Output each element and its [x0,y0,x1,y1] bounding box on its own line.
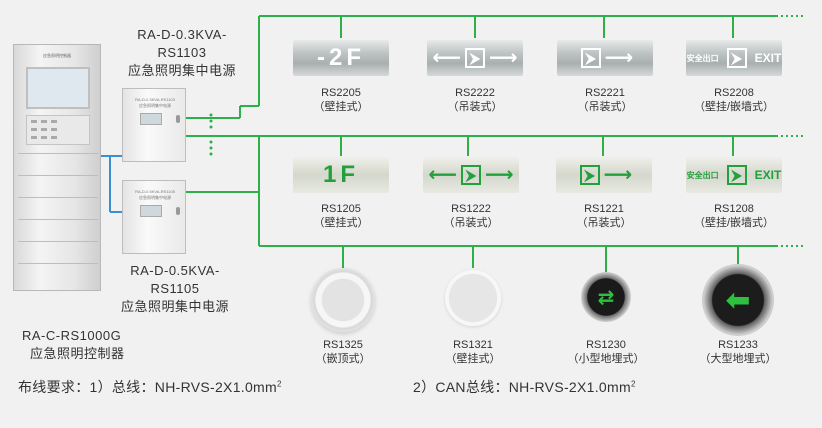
arrow-right-icon: ⟶ [604,47,634,69]
exit-text: EXIT [754,168,782,182]
sign-rs1222: ⟵ ⮞ ⟶ [423,157,519,193]
floor-light-rs1233: ⬅ [702,264,774,336]
downlight-rs1325 [311,268,375,332]
running-man-icon: ⮞ [580,48,601,68]
controller-name: 应急照明控制器 [30,346,125,361]
type-rs1321: （壁挂式） [445,353,501,365]
sign-rs2208: 安全出口 ⮞ EXIT [686,40,782,76]
code-rs1230: RS1230 [586,339,626,351]
type-rs2222: （吊装式） [447,101,503,113]
type-rs1221: （吊装式） [576,217,632,229]
running-man-icon: ⮞ [579,165,600,185]
arrow-right-icon: ⟶ [603,164,633,186]
running-man-icon: ⮞ [461,165,481,185]
floor-light-rs1230: ⇄ [581,272,631,322]
code-rs1208: RS1208 [714,203,754,215]
type-rs1205: （壁挂式） [313,217,369,229]
psu-top-name: 应急照明集中电源 [127,63,236,78]
arrow-left-icon: ⟵ [428,164,457,186]
floor-sign-text: -2F [317,44,365,71]
psu-top-model-1: RA-D-0.3KVA- [137,27,227,42]
controller-cabinet: 应急照明控制器 [13,44,101,291]
type-rs2205: （壁挂式） [313,101,369,113]
arrow-left-icon: ⟵ [432,47,461,69]
type-rs2208: （壁挂/嵌墙式） [693,101,775,113]
sign-rs1205: 1F [293,157,389,193]
type-rs1222: （吊装式） [443,217,499,229]
type-rs1325: （嵌顶式） [315,353,371,365]
cabinet-screen [26,67,90,109]
code-rs1221: RS1221 [584,203,624,215]
running-man-icon: ⮞ [465,48,485,68]
exit-cn-logo: 安全出口 [686,170,719,180]
sign-rs2205: -2F [293,40,389,76]
code-rs1233: RS1233 [718,339,758,351]
psu-bottom-model-1: RA-D-0.5KVA- [130,263,220,278]
type-rs1230: （小型地埋式） [567,353,645,365]
exit-cn-logo: 安全出口 [686,53,719,63]
sign-rs1221: ⮞ ⟶ [556,157,652,193]
psu-bottom-model-2: RS1105 [150,281,200,296]
code-rs1325: RS1325 [323,339,363,351]
running-man-icon: ⮞ [726,165,747,185]
controller-model: RA-C-RS1000G [22,328,122,343]
arrow-left-icon: ⬅ [725,283,751,317]
code-rs1205: RS1205 [321,203,361,215]
sign-rs2221: ⮞ ⟶ [557,40,653,76]
exchange-arrows-icon: ⇄ [597,286,615,309]
code-rs2208: RS2208 [714,87,754,99]
wiring-requirement-can: 2）CAN总线：NH-RVS-2X1.0mm2 [413,379,636,395]
arrow-right-icon: ⟶ [489,47,518,69]
psu-bottom-name: 应急照明集中电源 [120,299,229,314]
type-rs2221: （吊装式） [577,101,633,113]
cabinet-header: 应急照明控制器 [43,53,71,58]
code-rs1222: RS1222 [451,203,491,215]
code-rs2222: RS2222 [455,87,495,99]
code-rs2221: RS2221 [585,87,625,99]
psu-top-model-2: RS1103 [157,45,207,60]
sign-rs1208: 安全出口 ⮞ EXIT [686,157,782,193]
code-rs1321: RS1321 [453,339,493,351]
wall-light-rs1321 [445,270,501,326]
running-man-icon: ⮞ [726,48,747,68]
cabinet-keypad [26,115,90,145]
floor-sign-text: 1F [322,161,359,188]
sign-rs2222: ⟵ ⮞ ⟶ [427,40,523,76]
code-rs2205: RS2205 [321,87,361,99]
wiring-requirement-bus: 布线要求：1）总线：NH-RVS-2X1.0mm2 [18,379,282,395]
arrow-right-icon: ⟶ [485,164,514,186]
exit-text: EXIT [754,51,782,65]
type-rs1208: （壁挂/嵌墙式） [693,217,775,229]
type-rs1233: （大型地埋式） [699,353,777,365]
